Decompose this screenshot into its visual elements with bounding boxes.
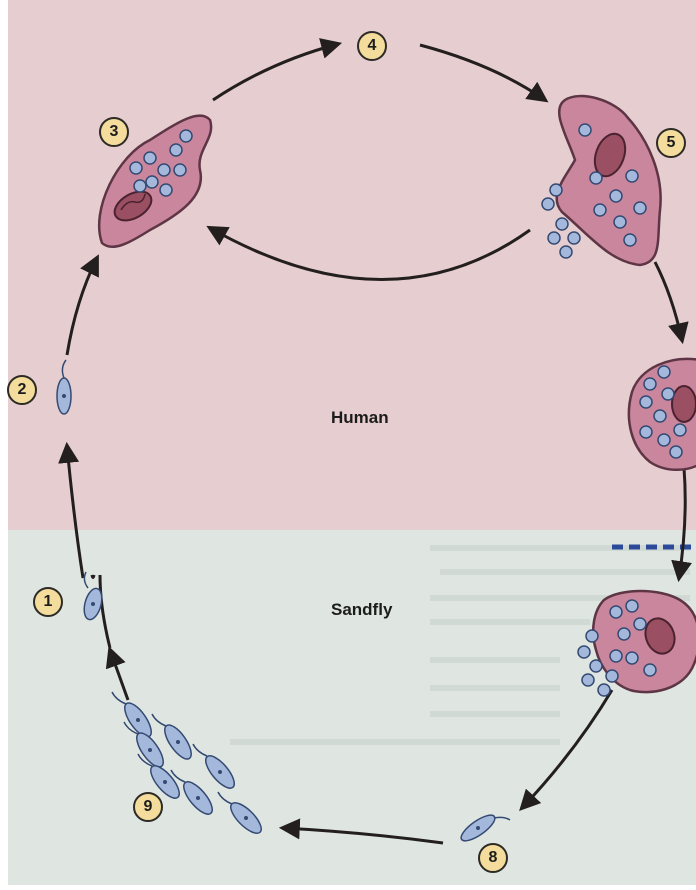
step-badge-3: 3	[99, 117, 129, 147]
step-badge-2: 2	[7, 375, 37, 405]
step-badge-8: 8	[478, 843, 508, 873]
step-badge-9: 9	[133, 792, 163, 822]
human-region-texture	[8, 0, 696, 530]
sandfly-region-label: Sandfly	[331, 600, 392, 620]
step-badge-4: 4	[357, 31, 387, 61]
step-badge-1: 1	[33, 587, 63, 617]
human-region-label: Human	[331, 408, 389, 428]
step-badge-5: 5	[656, 128, 686, 158]
